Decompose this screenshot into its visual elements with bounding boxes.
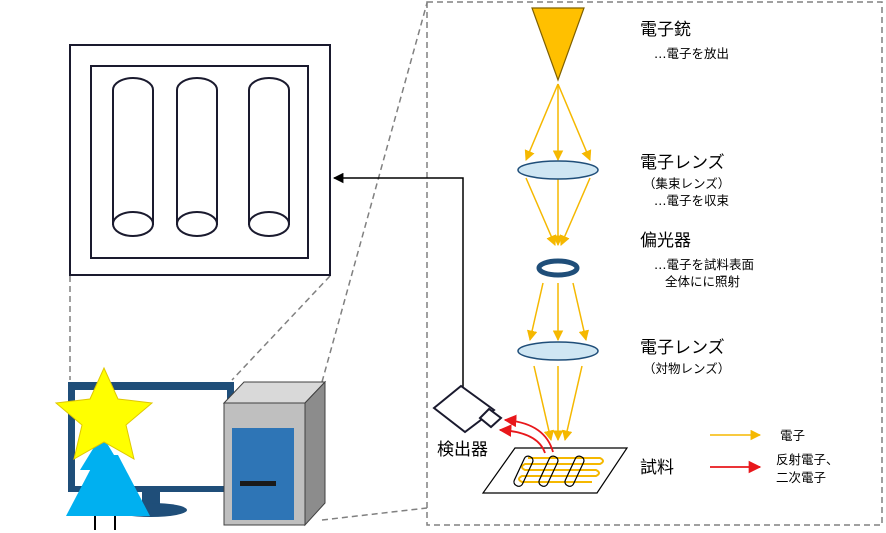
- lens1-title: 電子レンズ: [640, 153, 725, 173]
- objective-lens-icon: [517, 341, 599, 361]
- gun-desc: …電子を放出: [654, 46, 729, 61]
- detector-icon: [432, 384, 503, 434]
- legend-reflected-label-1: 反射電子、: [776, 452, 839, 467]
- electron-gun-icon: [531, 7, 585, 82]
- lens2-title: 電子レンズ: [640, 338, 725, 358]
- lens1-desc: …電子を収束: [654, 193, 730, 208]
- detector-label: 検出器: [437, 440, 488, 460]
- condenser-lens-icon: [517, 160, 599, 180]
- specimen-cylinder-3: [248, 77, 290, 237]
- specimen-cylinder-1: [112, 77, 154, 237]
- deflector-desc-2: 全体にに照射: [665, 274, 740, 289]
- sem-column-frame: [426, 1, 883, 526]
- display-image: [69, 44, 331, 276]
- electron-beam-upper: [524, 83, 592, 247]
- gun-title: 電子銃: [640, 20, 691, 40]
- lens2-sub: （対物レンズ）: [643, 361, 730, 376]
- pc-tower: [222, 380, 327, 527]
- lens1-sub: （集束レンズ）: [643, 176, 730, 191]
- sample-rods: [513, 455, 585, 487]
- sample-label: 試料: [640, 458, 674, 478]
- signal-line: [332, 172, 464, 388]
- link-line-top: [321, 2, 428, 383]
- reflected-electrons: [498, 414, 554, 454]
- electron-beam-lower: [533, 365, 583, 442]
- sample-plate: [481, 447, 629, 494]
- link-line-bottom: [321, 507, 428, 521]
- star-head-icon: [54, 366, 154, 460]
- legend: 電子 反射電子、 二次電子: [710, 428, 839, 485]
- deflector-desc-1: …電子を試料表面: [654, 257, 754, 272]
- legend-reflected-label-2: 二次電子: [776, 470, 826, 485]
- electron-beam-middle: [526, 282, 590, 342]
- deflector-ring-icon: [536, 258, 580, 278]
- zoom-line-right: [231, 275, 331, 381]
- legend-electron-label: 電子: [780, 428, 805, 443]
- specimen-cylinder-2: [176, 77, 218, 237]
- deflector-title: 偏光器: [640, 231, 691, 251]
- sample-scan-pattern: [518, 457, 604, 483]
- person-icon: [54, 366, 154, 530]
